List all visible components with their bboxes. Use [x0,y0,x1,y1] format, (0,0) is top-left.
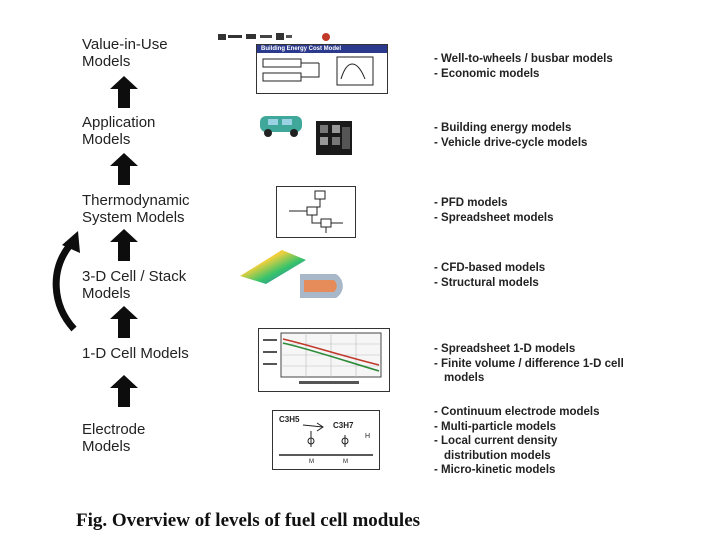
up-arrow-icon [110,153,138,185]
desc-thermodynamic: PFD models Spreadsheet models [434,196,553,225]
cfd-contour-plot [240,250,306,284]
desc-electrode: Continuum electrode models Multi-particl… [434,405,599,478]
level-electrode: Electrode Models [82,421,146,455]
desc-3d-cell-stack: CFD-based models Structural models [434,261,545,290]
level-1d-cell: 1-D Cell Models [82,345,189,362]
building-model-icon [316,121,352,155]
curved-feedback-arrow-icon [52,231,80,332]
polarization-curve-chart [263,332,382,384]
surface-reaction-schematic [279,422,373,456]
up-arrow-icon [110,229,138,261]
level-3d-cell-stack: 3-D Cell / Stack Models [82,268,187,302]
structural-model-plot [300,274,343,298]
up-arrow-icon [110,375,138,407]
electrode-chemistry-thumb: C3H5 C3H7 H M M [272,410,380,470]
vehicle-model-icon [260,116,302,137]
desc-value-in-use: Well-to-wheels / busbar models Economic … [434,52,613,81]
pfd-schematic [289,190,343,233]
desc-1d-cell: Spreadsheet 1-D models Finite volume / d… [434,342,624,386]
up-arrow-icon [110,76,138,108]
level-thermodynamic: Thermodynamic System Models [82,192,190,226]
value-in-use-diagram-thumb: Building Energy Cost Model [256,44,388,94]
level-value-in-use: Value-in-Use Models [82,36,168,70]
figure-caption: Fig. Overview of levels of fuel cell mod… [76,510,421,531]
spreadsheet-1d-chart-thumb [258,328,390,392]
desc-application: Building energy models Vehicle drive-cyc… [434,121,587,150]
up-arrow-icon [110,306,138,338]
pfd-diagram-thumb [276,186,356,238]
level-application: Application Models [82,114,156,148]
value-in-use-logo-strip [218,33,330,41]
value-in-use-schematic [262,56,374,86]
